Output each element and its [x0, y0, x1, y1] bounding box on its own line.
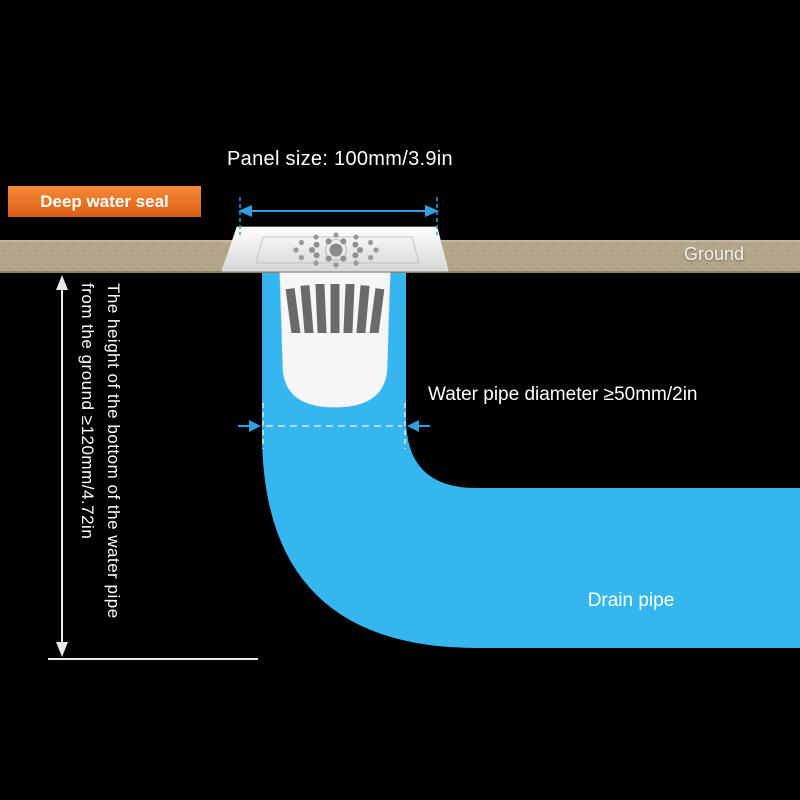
height-annotation-line-1: The height of the bottom of the water pi…: [104, 283, 123, 619]
panel-size-label: Panel size: 100mm/3.9in: [227, 148, 453, 170]
drain-pipe-label: Drain pipe: [587, 590, 675, 611]
diameter-dimension-lines: [238, 403, 430, 449]
panel-hole-ring-inner: [309, 238, 363, 262]
panel-dimension-lines: [238, 197, 439, 235]
drain-body-graphic: [279, 272, 391, 408]
drain-pipe-graphic: [262, 273, 800, 648]
ground-label: Ground: [683, 244, 744, 264]
deep-water-seal-badge: Deep water seal: [8, 186, 201, 217]
drain-grille-stripes: [280, 273, 390, 407]
height-dimension-lines: [48, 275, 258, 660]
pipe-diameter-label: Water pipe diameter ≥50mm/2in: [428, 384, 698, 405]
height-annotation: The height of the bottom of the water pi…: [74, 283, 126, 655]
drain-panel-graphic: [221, 226, 449, 272]
panel-hole-ring-outer: [293, 232, 379, 268]
height-annotation-line-2: from the ground ≥120mm/4.72in: [78, 283, 97, 540]
